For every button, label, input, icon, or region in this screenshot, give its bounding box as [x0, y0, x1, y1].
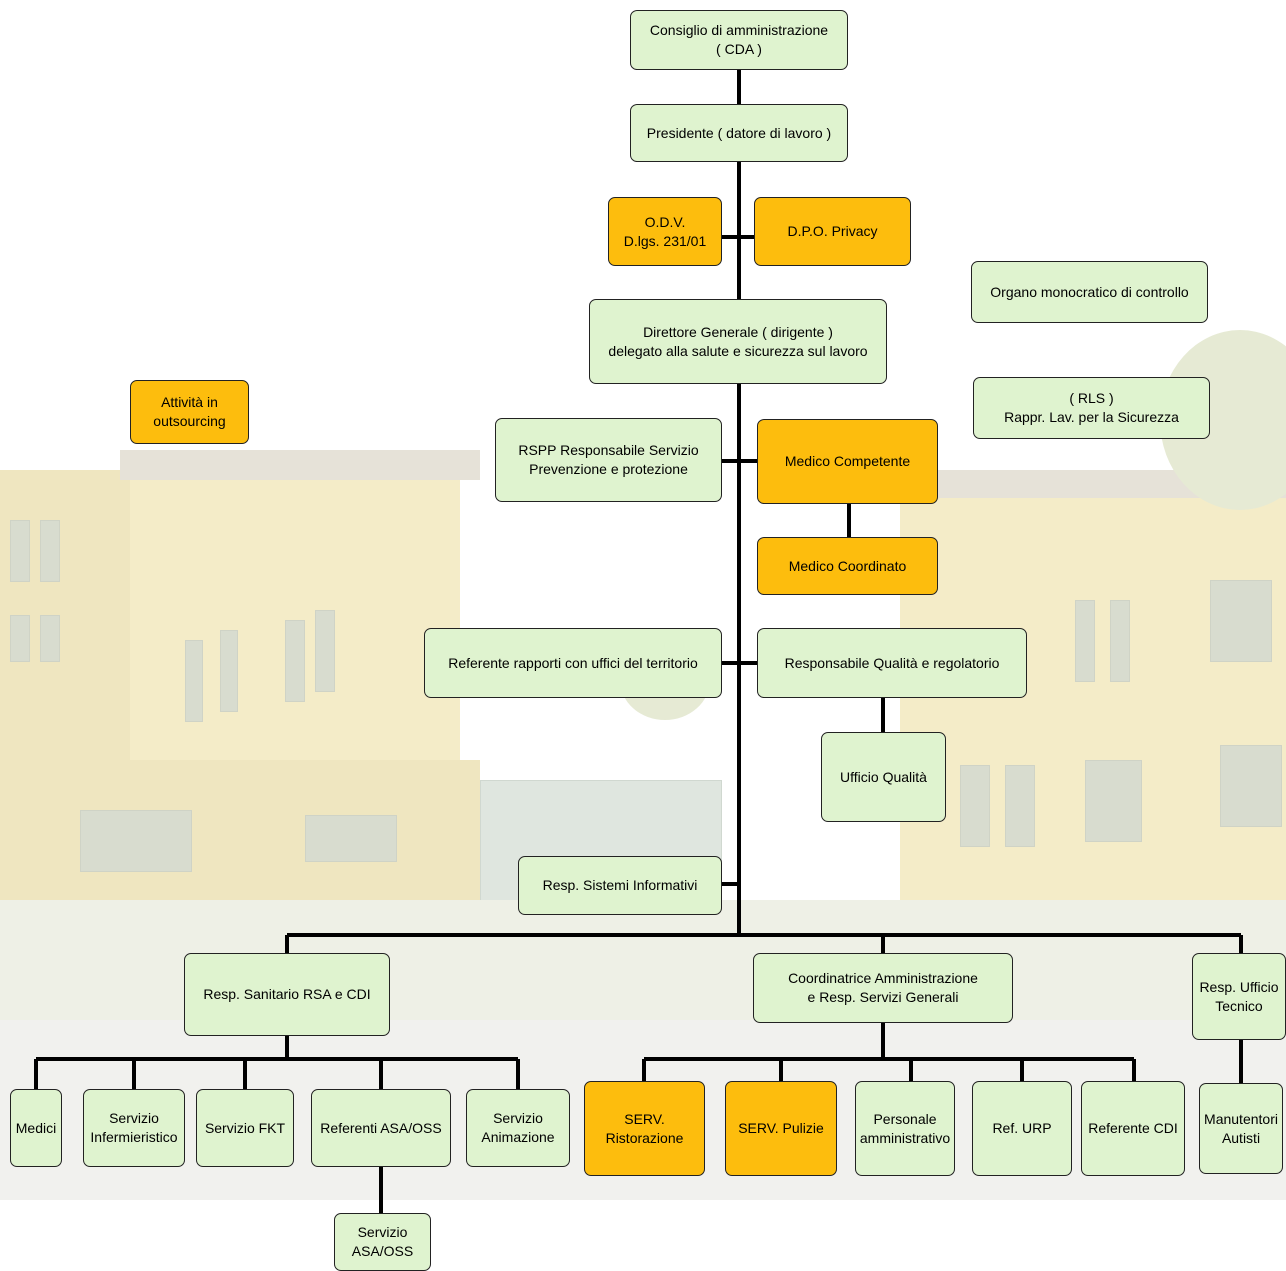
node-direttore-generale: Direttore Generale ( dirigente ) delegat… [589, 299, 887, 384]
node-serv-pulizie: SERV. Pulizie [725, 1081, 837, 1176]
node-manutentori-autisti: Manutentori Autisti [1199, 1083, 1283, 1174]
node-odv: O.D.V. D.lgs. 231/01 [608, 197, 722, 266]
node-coordinatrice: Coordinatrice Amministrazione e Resp. Se… [753, 953, 1013, 1023]
node-referente-territorio: Referente rapporti con uffici del territ… [424, 628, 722, 698]
node-servizio-asa-oss: Servizio ASA/OSS [334, 1213, 431, 1271]
node-ufficio-qualita: Ufficio Qualità [821, 732, 946, 822]
node-sistemi-informativi: Resp. Sistemi Informativi [518, 856, 722, 915]
node-attivita-outsourcing: Attività in outsourcing [130, 380, 249, 444]
node-cda: Consiglio di amministrazione ( CDA ) [630, 10, 848, 70]
node-resp-sanitario: Resp. Sanitario RSA e CDI [184, 953, 390, 1036]
node-servizio-animazione: Servizio Animazione [466, 1089, 570, 1167]
node-referente-cdi: Referente CDI [1081, 1081, 1185, 1176]
node-medico-competente: Medico Competente [757, 419, 938, 504]
node-ufficio-tecnico: Resp. Ufficio Tecnico [1192, 953, 1286, 1040]
node-ref-urp: Ref. URP [972, 1081, 1072, 1176]
node-organo-monocratico: Organo monocratico di controllo [971, 261, 1208, 323]
node-presidente: Presidente ( datore di lavoro ) [630, 104, 848, 162]
node-medici: Medici [10, 1089, 62, 1167]
node-dpo: D.P.O. Privacy [754, 197, 911, 266]
node-rls: ( RLS ) Rappr. Lav. per la Sicurezza [973, 377, 1210, 439]
node-medico-coordinato: Medico Coordinato [757, 537, 938, 595]
node-personale-amministrativo: Personale amministrativo [855, 1081, 955, 1176]
node-referenti-asa-oss: Referenti ASA/OSS [311, 1089, 451, 1167]
node-rspp: RSPP Responsabile Servizio Prevenzione e… [495, 418, 722, 502]
node-responsabile-qualita: Responsabile Qualità e regolatorio [757, 628, 1027, 698]
node-serv-ristorazione: SERV. Ristorazione [584, 1081, 705, 1176]
node-servizio-infermieristico: Servizio Infermieristico [83, 1089, 185, 1167]
node-servizio-fkt: Servizio FKT [196, 1089, 294, 1167]
